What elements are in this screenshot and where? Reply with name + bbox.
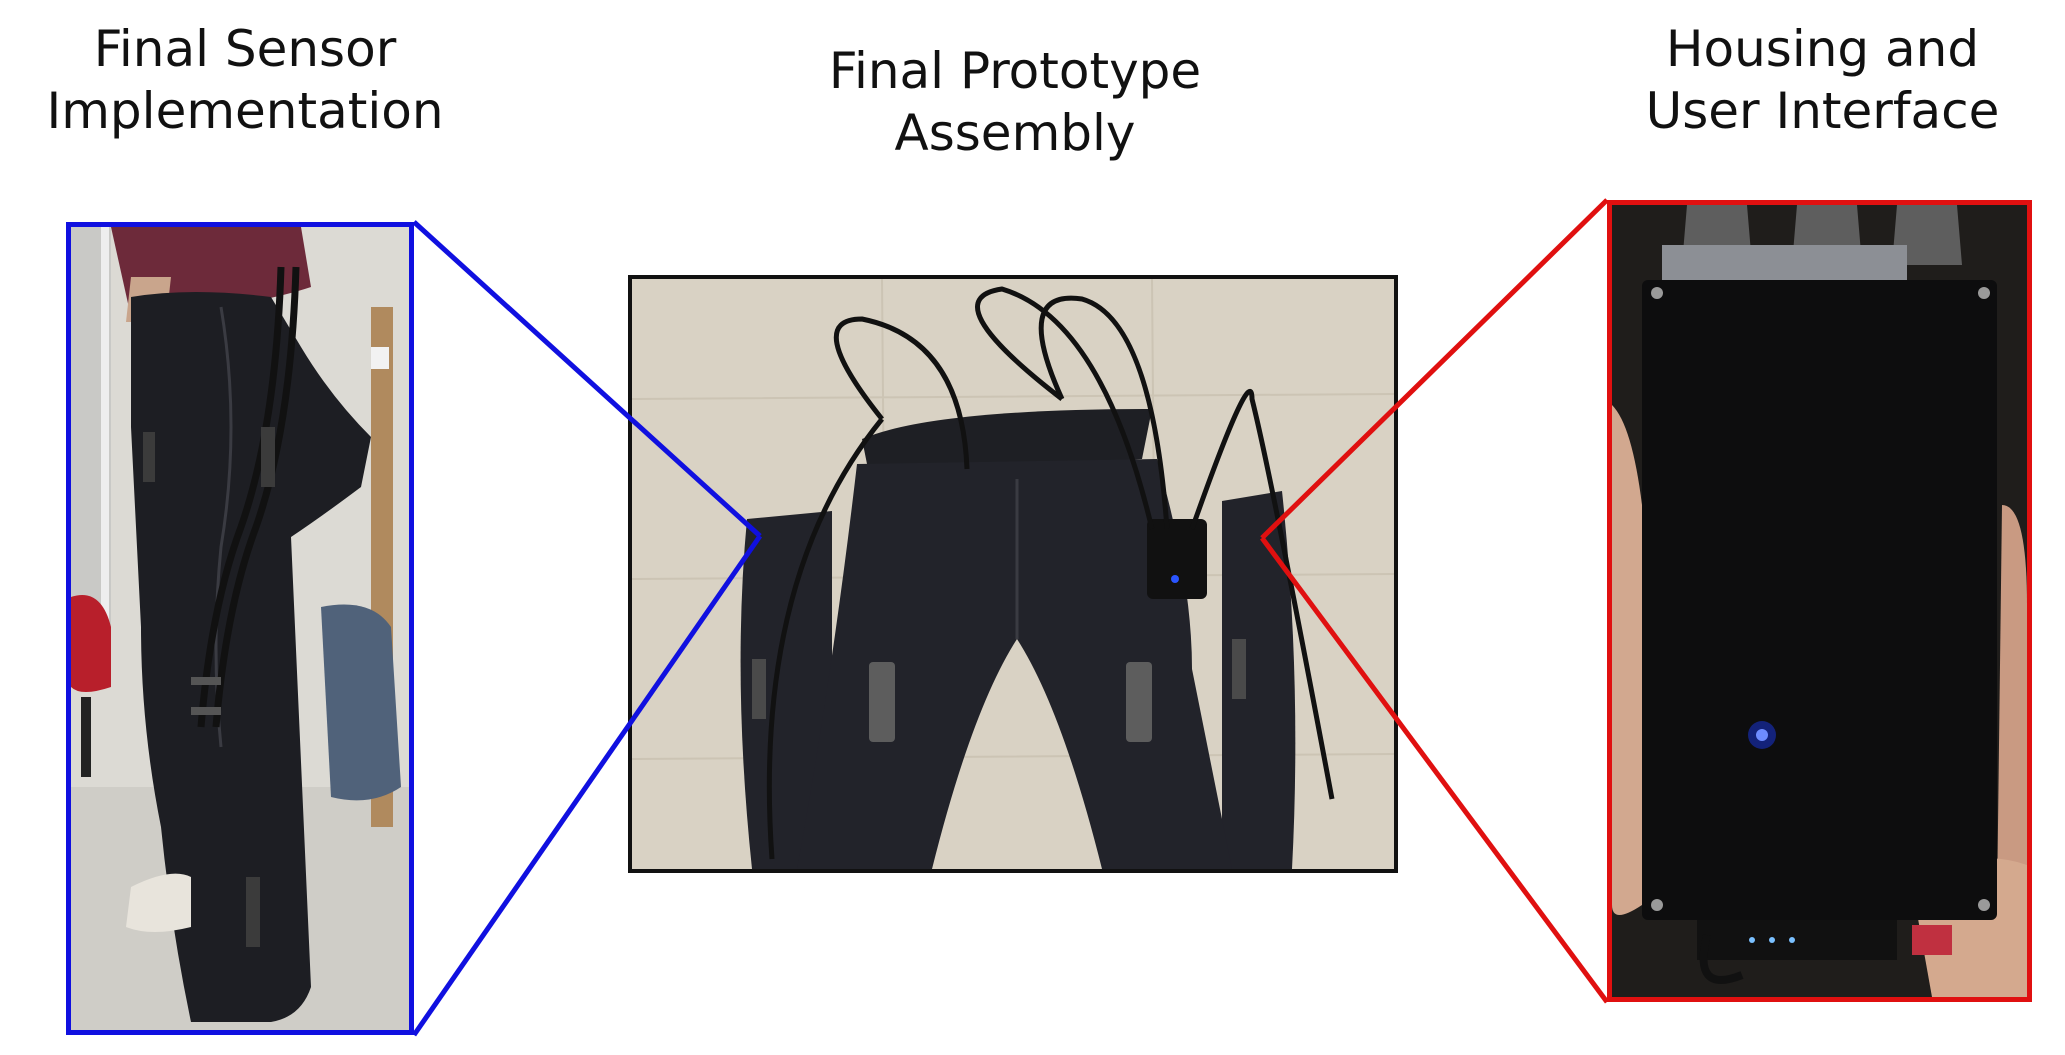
prototype-leggings-top-view-image <box>632 279 1394 869</box>
housing-interface-photo <box>1607 200 2032 1002</box>
title-line: Final Prototype <box>828 42 1202 100</box>
title-line: Housing and <box>1665 20 1980 78</box>
title-line: Final Sensor <box>93 20 397 78</box>
title-housing-interface: Housing and User Interface <box>1580 18 2065 142</box>
title-sensor-implementation: Final Sensor Implementation <box>0 18 490 142</box>
title-line: Implementation <box>46 82 444 140</box>
sensor-implementation-photo <box>66 222 414 1035</box>
sensor-leggings-side-view-image <box>71 227 409 1030</box>
prototype-assembly-photo <box>628 275 1398 873</box>
title-prototype-assembly: Final Prototype Assembly <box>700 40 1330 164</box>
title-line: Assembly <box>894 104 1136 162</box>
control-housing-image <box>1612 205 2027 997</box>
title-line: User Interface <box>1645 82 2000 140</box>
